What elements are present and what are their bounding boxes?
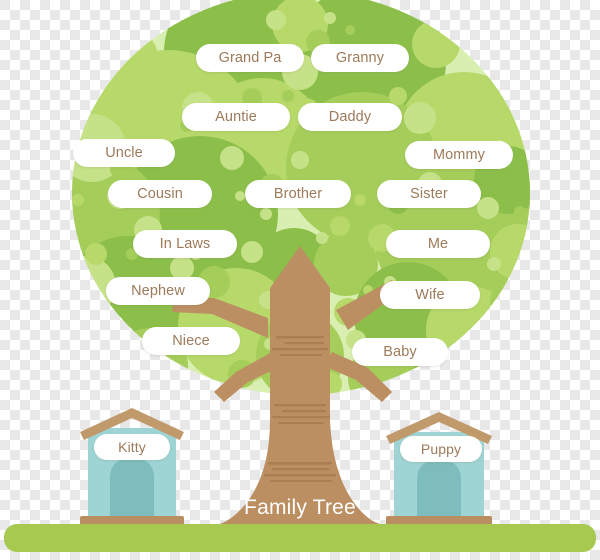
- ground-strip: [4, 524, 596, 552]
- house-puppy: [386, 412, 492, 526]
- tree-trunk: [172, 246, 400, 524]
- house-kitty: [80, 408, 184, 526]
